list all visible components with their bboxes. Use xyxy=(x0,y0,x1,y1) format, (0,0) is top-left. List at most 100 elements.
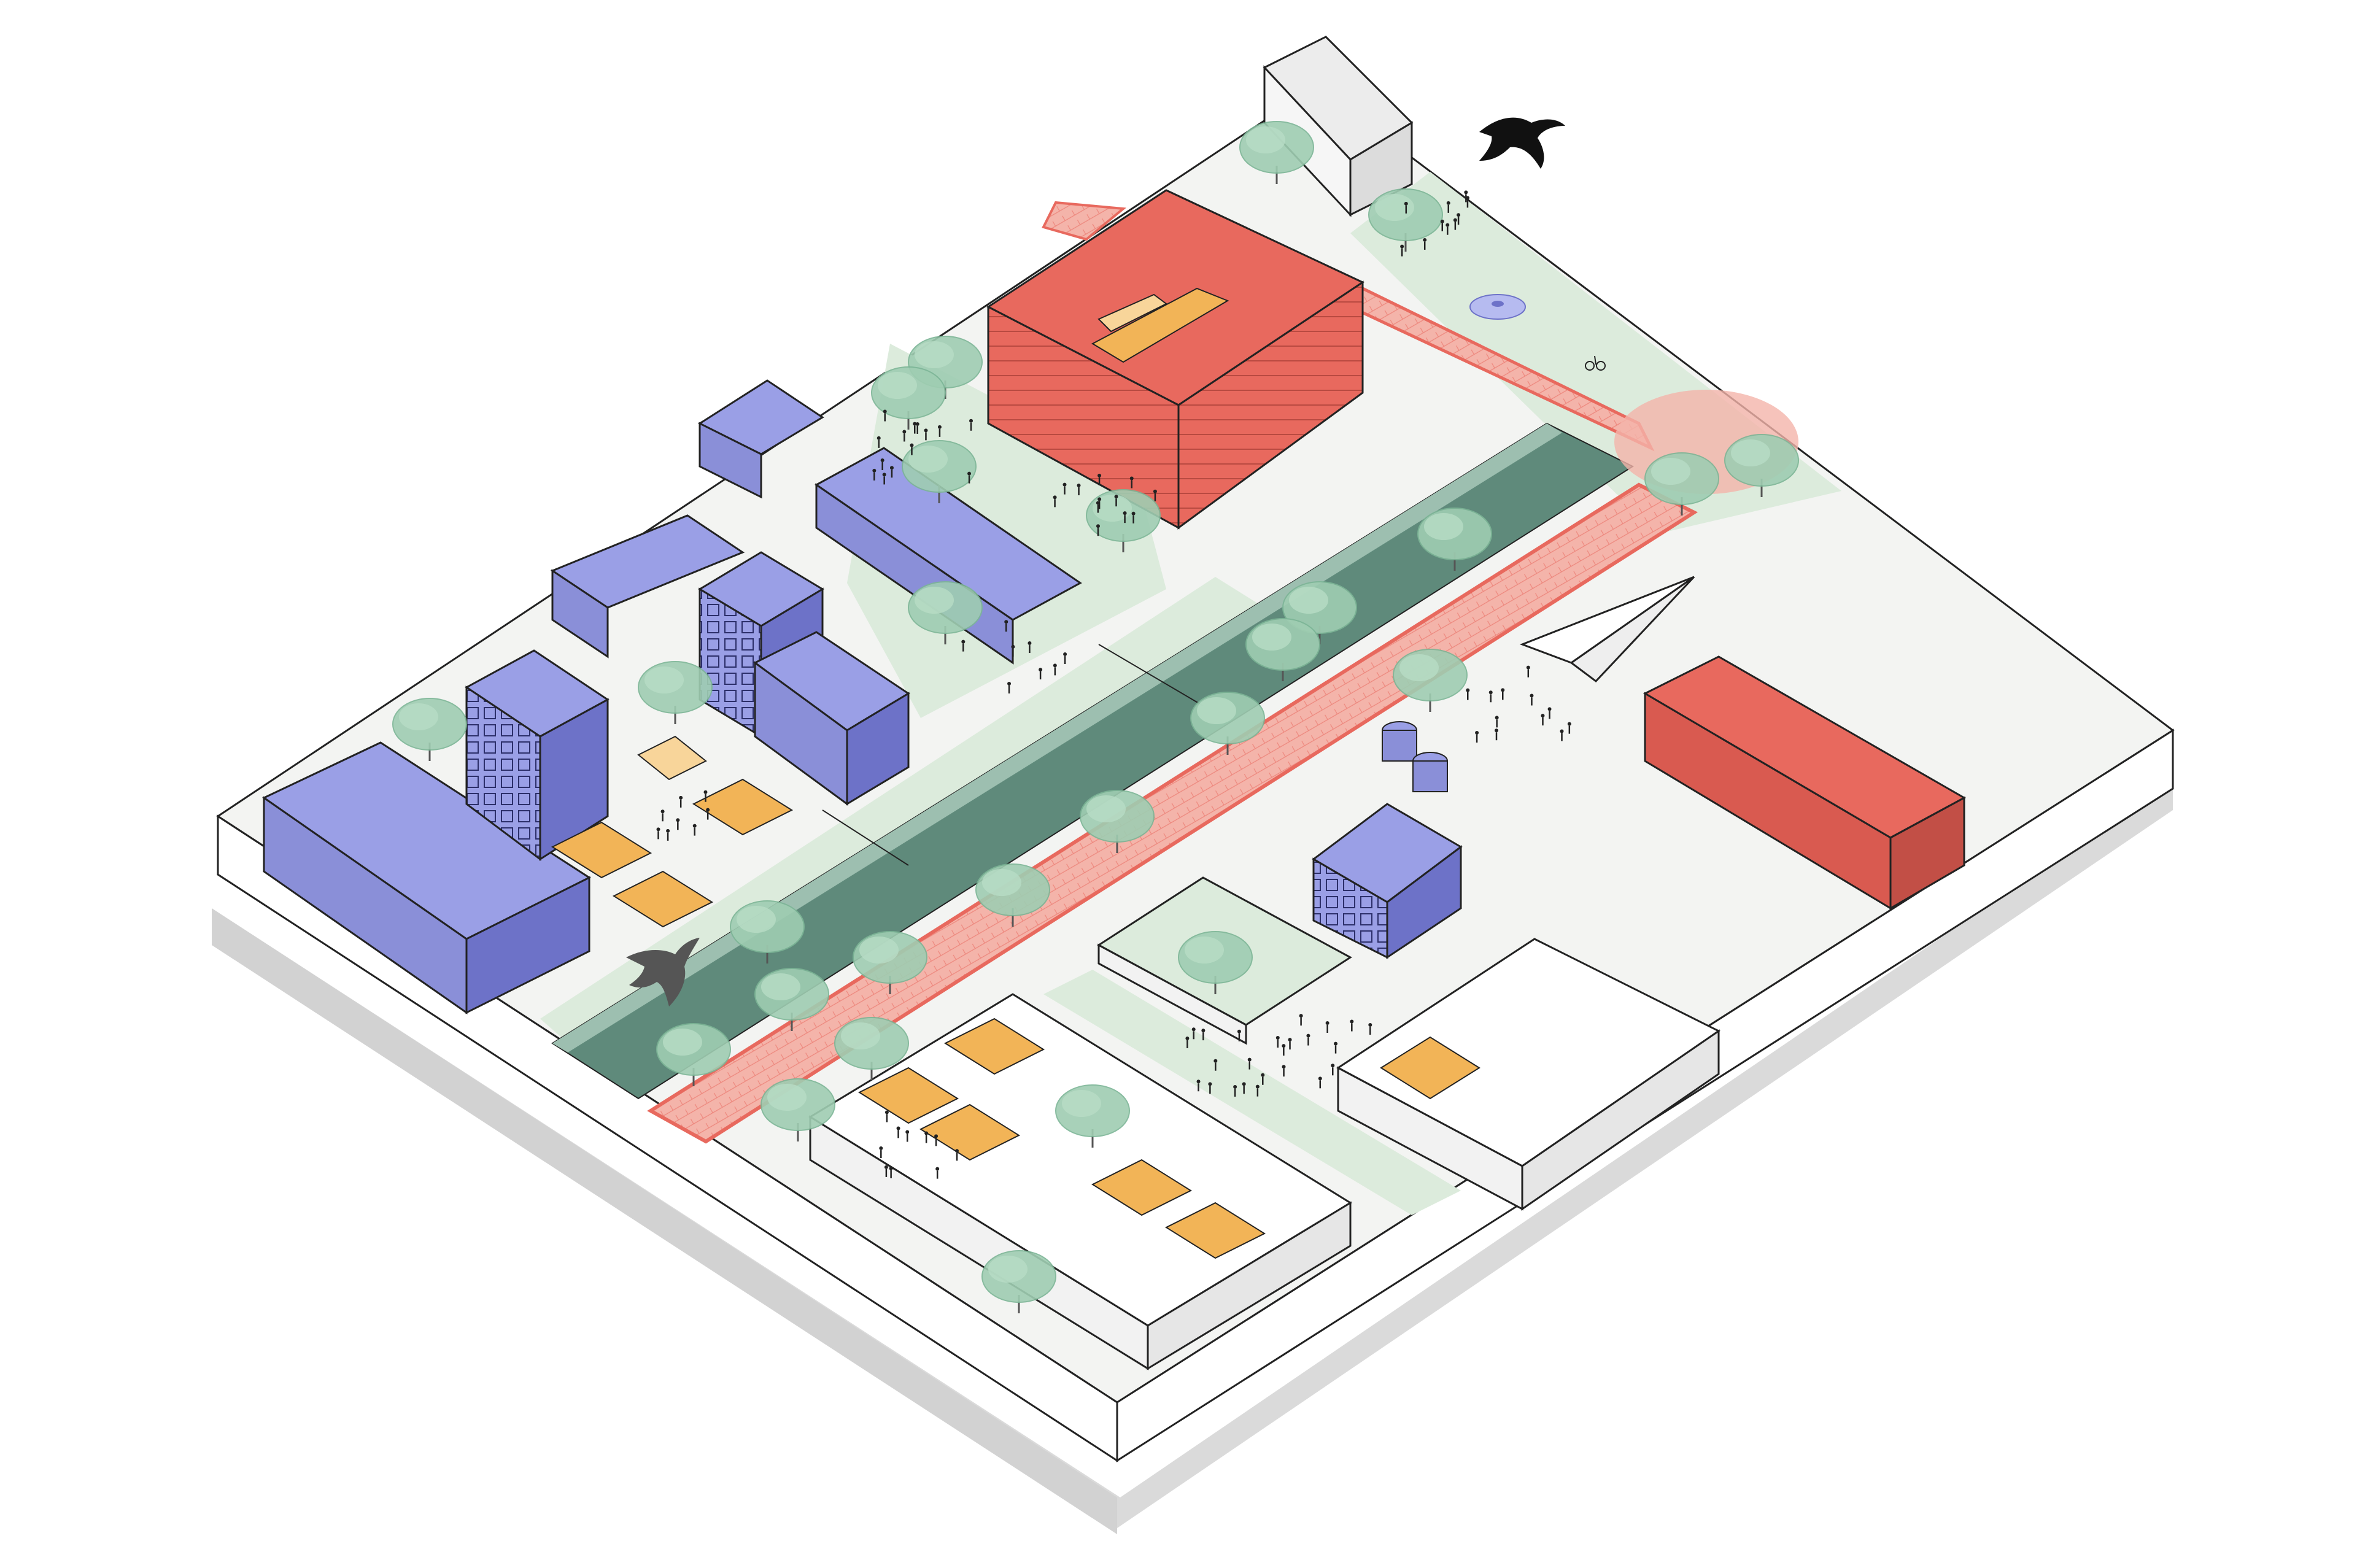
tree xyxy=(1178,931,1253,994)
pedestrian-icon xyxy=(1350,1019,1354,1032)
bird-icon xyxy=(1479,117,1565,169)
tree xyxy=(638,661,713,724)
long-hall-red xyxy=(1643,655,1967,910)
pedestrian-icon xyxy=(1541,714,1545,726)
residential-houses-back xyxy=(550,379,824,658)
pedestrian-icon xyxy=(1495,716,1499,728)
pedestrian-icon xyxy=(679,795,683,808)
pedestrian-icon xyxy=(1475,730,1479,743)
rooftop-plots xyxy=(551,735,1480,1259)
pedestrian-icon xyxy=(1201,1029,1206,1041)
tree xyxy=(975,863,1050,927)
pedestrian-icon xyxy=(1242,1082,1246,1094)
pedestrian-icon xyxy=(1191,1027,1196,1040)
pedestrian-icon xyxy=(913,422,917,434)
pedestrian-icon xyxy=(1400,244,1404,257)
pedestrian-icon xyxy=(935,1167,940,1179)
pedestrian-icon xyxy=(1453,218,1457,230)
pedestrian-icon xyxy=(1131,511,1136,523)
pedestrian-icon xyxy=(915,422,919,434)
tree xyxy=(1055,1084,1130,1148)
eagle-icon xyxy=(626,938,700,1006)
pedestrian-icon xyxy=(889,1166,893,1178)
pedestrian-icon xyxy=(1368,1023,1372,1035)
sculpture-icon xyxy=(1519,576,1695,683)
residential-buildings xyxy=(262,379,1463,1014)
pedestrian-icon xyxy=(1063,652,1067,665)
pedestrian-icon xyxy=(1325,1021,1329,1033)
pedestrian-icon xyxy=(879,1146,883,1159)
pedestrian-icon xyxy=(1275,1036,1280,1048)
pedestrian-icon xyxy=(880,458,884,471)
pedestrian-icon xyxy=(1334,1041,1338,1054)
pedestrian-icon xyxy=(1096,524,1100,536)
pedestrian-icon xyxy=(1053,663,1057,676)
pedestrian-icon xyxy=(882,473,886,485)
pedestrian-icon xyxy=(1233,1084,1237,1097)
pedestrian-icon xyxy=(1567,722,1571,734)
pedestrian-icon xyxy=(1446,223,1450,235)
tree xyxy=(1080,790,1155,853)
pedestrian-icon xyxy=(877,436,881,448)
pedestrian-icon xyxy=(676,818,680,830)
pedestrian-icon xyxy=(666,828,670,841)
tree xyxy=(656,1023,731,1086)
pedestrian-icon xyxy=(656,827,660,840)
pedestrian-icon xyxy=(1062,482,1067,495)
pedestrian-icon xyxy=(1261,1073,1265,1085)
residential-cube-right xyxy=(1312,803,1463,959)
pedestrian-icon xyxy=(955,1149,959,1161)
pedestrian-icon xyxy=(1282,1065,1286,1077)
pedestrian-icon xyxy=(969,419,973,431)
pedestrian-icon xyxy=(1560,729,1564,741)
pedestrians xyxy=(656,190,1571,1179)
pedestrian-icon xyxy=(967,471,972,484)
pedestrian-icon xyxy=(706,808,710,820)
pedestrian-icon xyxy=(1255,1084,1260,1097)
silo-towers xyxy=(1382,721,1448,792)
fountain-icon xyxy=(1469,294,1526,320)
tree xyxy=(908,581,983,644)
pedestrian-icon xyxy=(1288,1038,1292,1050)
pedestrian-icon xyxy=(1004,620,1008,632)
pedestrian-icon xyxy=(1077,484,1081,496)
pedestrian-icon xyxy=(1237,1029,1241,1041)
tree xyxy=(754,968,829,1031)
pedestrian-icon xyxy=(1039,668,1043,680)
pedestrian-icon xyxy=(934,1134,939,1146)
tree xyxy=(1417,508,1492,571)
pedestrian-icon xyxy=(884,1165,888,1177)
pedestrian-icon xyxy=(1457,213,1461,225)
pedestrian-icon xyxy=(1123,511,1127,523)
pedestrian-icon xyxy=(1466,688,1470,700)
pedestrian-icon xyxy=(1007,681,1012,693)
pedestrian-icon xyxy=(1495,728,1499,741)
pedestrian-icon xyxy=(1423,238,1427,250)
pedestrian-icon xyxy=(1488,690,1493,703)
tree xyxy=(1245,618,1320,681)
tree xyxy=(1190,692,1265,755)
pedestrian-icon xyxy=(1501,688,1505,700)
tree xyxy=(392,698,467,761)
tree xyxy=(853,931,927,994)
tree xyxy=(1239,121,1314,184)
pedestrian-icon xyxy=(883,409,887,422)
pedestrian-icon xyxy=(1011,644,1015,657)
tree xyxy=(1724,434,1799,497)
rooftop-greenhouse xyxy=(1091,287,1229,363)
pedestrian-icon xyxy=(937,425,942,437)
pedestrian-icon xyxy=(1129,476,1134,489)
pedestrian-icon xyxy=(884,1110,889,1122)
tree xyxy=(902,440,977,503)
pedestrian-icon xyxy=(1318,1076,1322,1089)
pedestrian-icon xyxy=(1547,707,1552,719)
tree xyxy=(1644,452,1719,516)
residential-block-gable xyxy=(753,631,910,806)
pedestrian-icon xyxy=(1114,495,1118,507)
pedestrian-icon xyxy=(1526,665,1530,678)
pedestrian-icon xyxy=(905,1130,910,1142)
pedestrian-icon xyxy=(1097,497,1102,509)
pedestrian-icon xyxy=(692,824,697,836)
pedestrian-icon xyxy=(1247,1057,1252,1070)
